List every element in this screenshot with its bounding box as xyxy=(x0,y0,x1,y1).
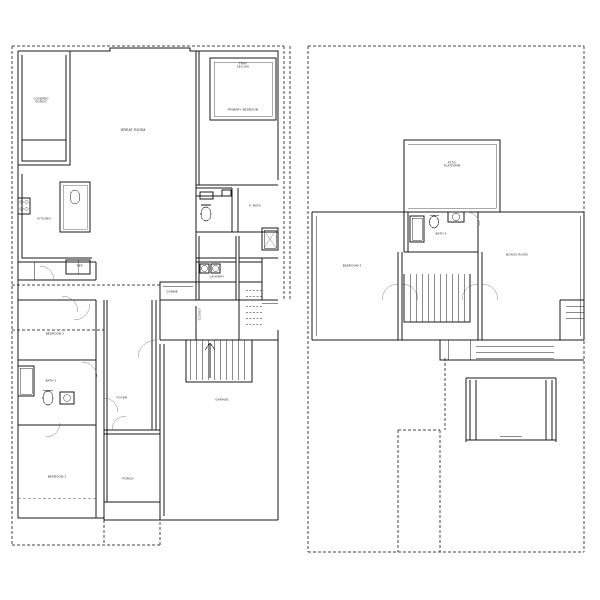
room-label-great-room: GREAT ROOM xyxy=(120,127,146,132)
room-label-bedroom-3: BEDROOM 3 xyxy=(47,474,67,479)
room-label-laundry: LAUNDRY xyxy=(209,274,225,279)
room-label-kitchen: KITCHEN xyxy=(37,216,51,221)
room-label-foyer: FOYER xyxy=(116,395,128,400)
room-label-bedroom-4: BEDROOM 4 xyxy=(342,263,362,268)
room-label-garage: GARAGE xyxy=(215,397,229,402)
room-label-bonus-room: BONUS ROOM xyxy=(506,252,528,257)
room-label-tray-ceiling: TRAY CEILING xyxy=(236,61,250,69)
room-label-primary-bath: P. BATH xyxy=(249,203,261,208)
room-label-covered-porch: COVERED PORCH xyxy=(33,96,49,104)
room-label-closet: CLOSET xyxy=(197,307,202,321)
room-label-primary-bedroom: PRIMARY BEDROOM xyxy=(227,107,259,112)
room-label-attic-platform: ATTIC PLATFORM xyxy=(443,160,461,168)
room-label-bath-3: BATH 3 xyxy=(435,231,447,236)
room-label-porch: PORCH xyxy=(122,476,134,481)
room-label-bath-2: BATH 2 xyxy=(45,378,57,383)
room-label-refrigerator: REF. xyxy=(76,263,84,268)
room-label-bedroom-2: BEDROOM 2 xyxy=(45,331,65,336)
room-label-cubbie: CUBBIE xyxy=(166,289,178,294)
